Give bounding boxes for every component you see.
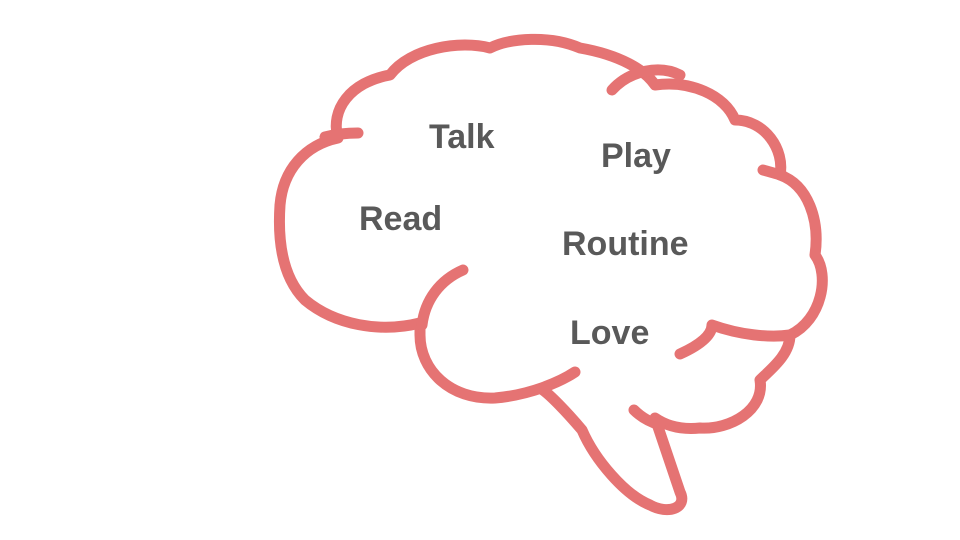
brain-fold-top-left (319, 127, 364, 143)
brain-fold-right (757, 164, 789, 182)
word-read: Read (359, 200, 443, 238)
word-play: Play (601, 137, 671, 175)
word-routine: Routine (562, 225, 689, 263)
brain-fold-top-right (606, 64, 686, 96)
brain-contour (273, 33, 828, 515)
brain-fold-lower-right (674, 319, 796, 360)
word-talk: Talk (429, 118, 495, 156)
word-love: Love (570, 314, 650, 352)
brain-fold-bottom (628, 404, 666, 431)
brain-fold-left (416, 264, 469, 331)
